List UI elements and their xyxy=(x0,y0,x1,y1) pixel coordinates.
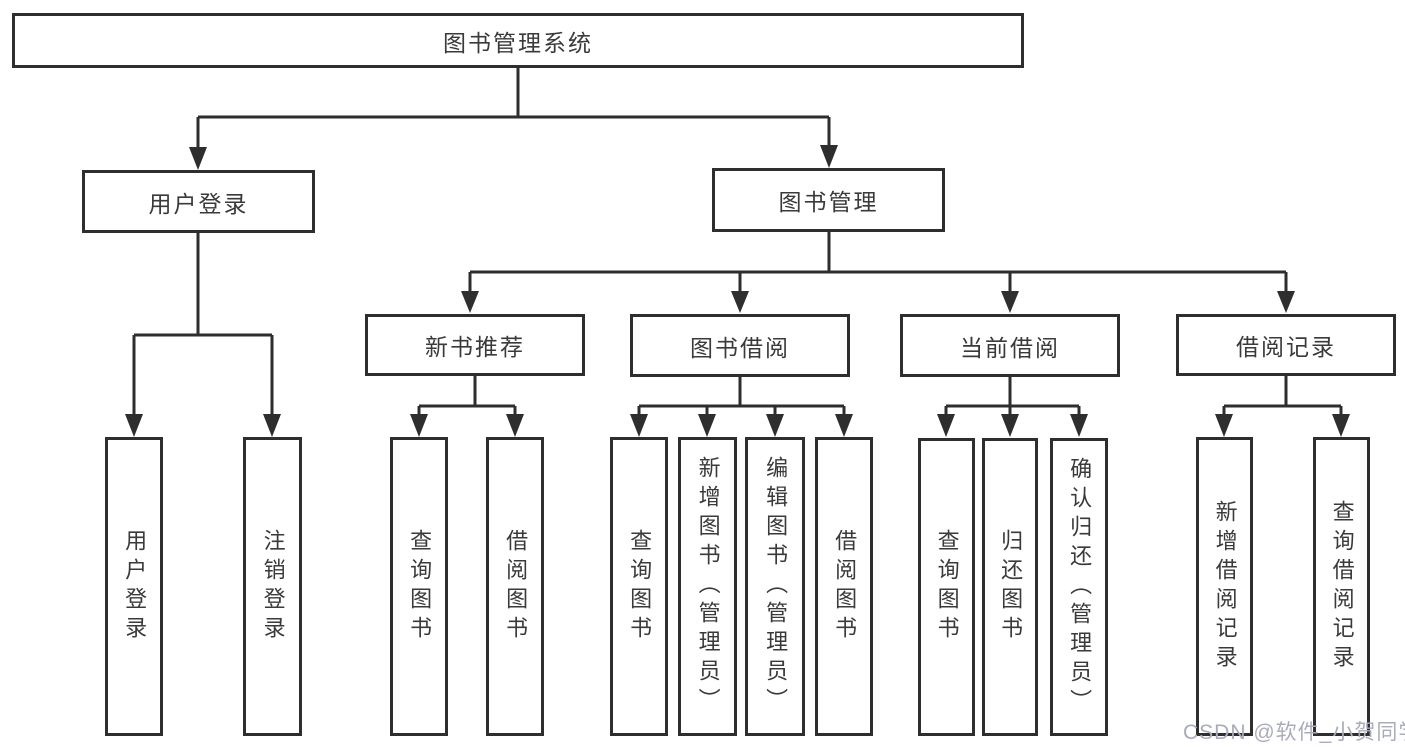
node-current-borrowing: 当前借阅 xyxy=(900,314,1120,377)
leaf-rec-query-book: 查询图书 xyxy=(390,437,448,736)
connector-user-login-to-leaves xyxy=(125,233,281,437)
leaf-user-login: 用户登录 xyxy=(105,437,163,736)
leaf-borrow-add-book-admin-label: 新增图书（管理员） xyxy=(695,456,721,717)
connector-root-to-level2 xyxy=(189,68,838,170)
leaf-records-query-record: 查询借阅记录 xyxy=(1313,437,1370,736)
node-borrowing-records-label: 借阅记录 xyxy=(1236,334,1336,360)
leaf-current-return-book: 归还图书 xyxy=(982,438,1038,736)
node-library-system: 图书管理系统 xyxy=(12,13,1024,68)
connector-borrow-records-to-leaves xyxy=(1215,376,1350,437)
leaf-borrow-query-book-label: 查询图书 xyxy=(627,528,653,645)
leaf-borrow-borrow-book: 借阅图书 xyxy=(815,437,873,736)
leaf-records-add-record-label: 新增借阅记录 xyxy=(1212,499,1238,674)
node-current-borrowing-label: 当前借阅 xyxy=(960,334,1060,361)
connector-new-book-rec-to-leaves xyxy=(410,376,524,437)
leaf-borrow-edit-book-admin-label: 编辑图书（管理员） xyxy=(763,456,789,717)
leaf-borrow-query-book: 查询图书 xyxy=(610,437,668,736)
leaf-current-confirm-return-admin: 确认归还（管理员） xyxy=(1050,438,1108,736)
node-user-login-label: 用户登录 xyxy=(148,190,249,217)
connector-book-borrow-to-leaves xyxy=(630,377,853,437)
leaf-rec-query-book-label: 查询图书 xyxy=(407,528,433,645)
node-new-book-recommend-label: 新书推荐 xyxy=(425,334,525,360)
node-user-login: 用户登录 xyxy=(82,170,315,233)
leaf-current-return-book-label: 归还图书 xyxy=(998,529,1024,645)
node-book-borrowing: 图书借阅 xyxy=(630,314,850,377)
node-new-book-recommend: 新书推荐 xyxy=(365,314,585,376)
leaf-borrow-edit-book-admin: 编辑图书（管理员） xyxy=(745,437,805,736)
leaf-borrow-add-book-admin: 新增图书（管理员） xyxy=(678,437,737,736)
connector-current-borrow-to-leaves xyxy=(937,377,1088,437)
leaf-current-query-book: 查询图书 xyxy=(918,438,975,736)
leaf-user-login-label: 用户登录 xyxy=(122,528,148,645)
leaf-records-add-record: 新增借阅记录 xyxy=(1196,437,1253,736)
node-book-borrowing-label: 图书借阅 xyxy=(690,334,790,361)
leaf-rec-borrow-book-label: 借阅图书 xyxy=(503,528,529,645)
connector-book-mgmt-to-level3 xyxy=(461,232,1295,313)
leaf-current-confirm-return-admin-label: 确认归还（管理员） xyxy=(1067,456,1093,718)
leaf-logout: 注销登录 xyxy=(243,437,302,736)
node-library-system-label: 图书管理系统 xyxy=(443,29,593,56)
node-borrowing-records: 借阅记录 xyxy=(1176,314,1396,376)
leaf-logout-label: 注销登录 xyxy=(260,528,286,645)
node-book-management: 图书管理 xyxy=(712,168,945,232)
leaf-current-query-book-label: 查询图书 xyxy=(934,529,960,645)
leaf-records-query-record-label: 查询借阅记录 xyxy=(1329,499,1355,674)
csdn-watermark: CSDN @软件_小贺同学 xyxy=(1183,721,1405,744)
leaf-rec-borrow-book: 借阅图书 xyxy=(486,437,544,736)
leaf-borrow-borrow-book-label: 借阅图书 xyxy=(832,528,858,645)
node-book-management-label: 图书管理 xyxy=(778,189,879,215)
